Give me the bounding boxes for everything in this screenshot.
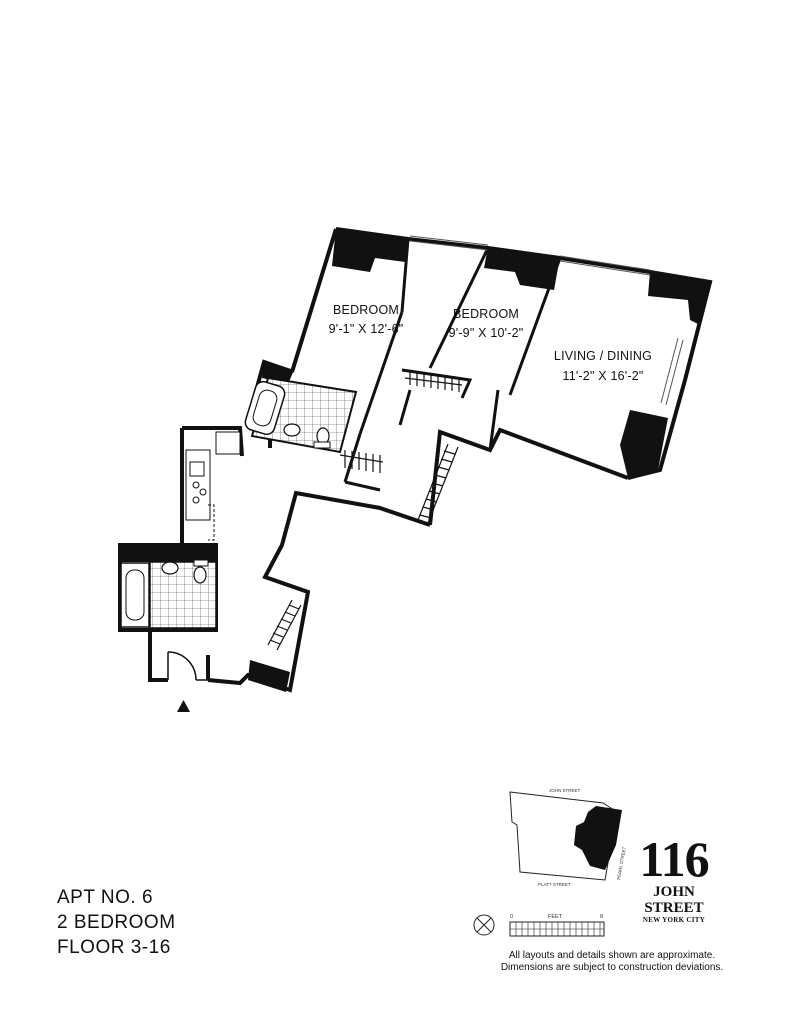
disclaimer: All layouts and details shown are approx… — [472, 950, 752, 974]
bedroom2-name: BEDROOM — [453, 307, 519, 321]
bedroom1-name: BEDROOM — [333, 303, 399, 317]
building-street-name: JOHN — [653, 884, 695, 900]
windows — [409, 235, 684, 406]
bathroom-upper — [244, 376, 358, 454]
scale-start: 0 — [510, 914, 513, 920]
disclaimer-line1: All layouts and details shown are approx… — [508, 950, 716, 961]
kitchen — [185, 431, 241, 541]
building-logo: 116 JOHN STREET NEW YORK CITY — [628, 834, 720, 925]
building-number: 116 — [639, 831, 709, 887]
keyplan-street-bottom: PLATT STREET — [538, 882, 571, 887]
disclaimer-line2: Dimensions are subject to construction d… — [500, 962, 724, 973]
apartment-walls — [118, 227, 713, 693]
building-city: NEW YORK CITY — [642, 916, 706, 924]
key-plan: JOHN STREET PEARL STREET PLATT STREET — [509, 788, 627, 887]
entry-door — [167, 651, 208, 681]
scale-bar: 0 FEET 8 — [509, 914, 605, 937]
apartment-floors: FLOOR 3-16 — [57, 937, 171, 958]
structural-columns — [120, 228, 712, 692]
closet-shelving — [267, 370, 463, 651]
entry-arrow-icon — [177, 700, 190, 712]
bedroom1-dims: 9'-1" X 12'-6" — [329, 322, 404, 336]
living-name: LIVING / DINING — [554, 349, 652, 363]
building-street-word: STREET — [644, 900, 704, 916]
apartment-number: APT NO. 6 — [57, 887, 154, 908]
keyplan-street-top: JOHN STREET — [549, 788, 581, 793]
apartment-info: APT NO. 6 2 BEDROOM FLOOR 3-16 — [57, 885, 176, 960]
bedroom2-dims: 9'-9" X 10'-2" — [449, 326, 524, 340]
living-dims: 11'-2" X 16'-2" — [562, 369, 643, 383]
compass-icon — [473, 914, 495, 936]
keyplan-street-right: PEARL STREET — [616, 846, 627, 880]
apartment-type: 2 BEDROOM — [57, 912, 176, 933]
scale-end: 8 — [600, 914, 603, 920]
bathroom-lower — [120, 559, 217, 629]
scale-unit: FEET — [548, 914, 563, 920]
